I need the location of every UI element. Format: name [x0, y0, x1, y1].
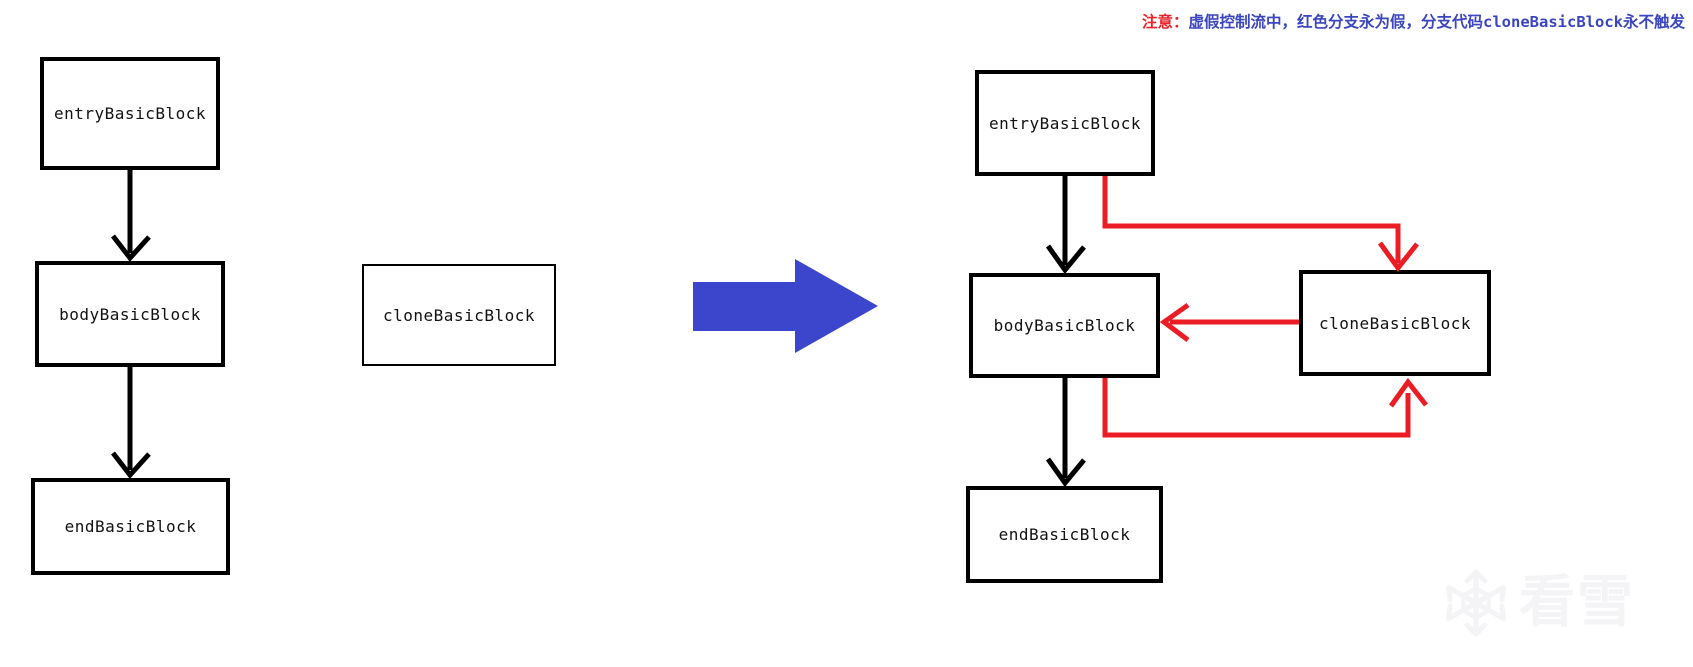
snowflake-icon	[1446, 569, 1506, 637]
left-node-endBasicBlock[interactable]: endBasicBlock	[31, 478, 230, 575]
right-node-bodyBasicBlock[interactable]: bodyBasicBlock	[969, 273, 1160, 378]
annotation-note: 注意：虚假控制流中，红色分支永为假，分支代码cloneBasicBlock永不触…	[0, 10, 1685, 32]
node-label: entryBasicBlock	[54, 104, 206, 123]
node-label: endBasicBlock	[998, 525, 1131, 544]
annotation-prefix: 注意：	[1141, 13, 1189, 31]
node-label: bodyBasicBlock	[59, 304, 201, 324]
watermark-text: 看雪	[1519, 570, 1635, 635]
left-node-entryBasicBlock[interactable]: entryBasicBlock	[40, 57, 220, 170]
left-node-cloneBasicBlock[interactable]: cloneBasicBlock	[362, 264, 556, 366]
annotation-code-token: cloneBasicBlock	[1483, 13, 1623, 31]
right-node-endBasicBlock[interactable]: endBasicBlock	[966, 486, 1163, 583]
left-edge-body-to-end	[111, 367, 151, 479]
right-edge-body-to-end	[1045, 378, 1086, 488]
right-edge-clone-to-body-false	[1159, 302, 1299, 342]
node-label: bodyBasicBlock	[993, 316, 1136, 335]
left-edge-entry-to-body	[111, 170, 151, 262]
node-label: cloneBasicBlock	[383, 305, 535, 325]
node-label: entryBasicBlock	[989, 113, 1141, 133]
annotation-text-after: 永不触发	[1622, 13, 1685, 31]
right-node-entryBasicBlock[interactable]: entryBasicBlock	[975, 70, 1155, 176]
left-node-bodyBasicBlock[interactable]: bodyBasicBlock	[35, 261, 225, 367]
annotation-text-before: 虚假控制流中，红色分支永为假，分支代码	[1188, 13, 1483, 31]
node-label: endBasicBlock	[64, 517, 197, 536]
node-label: cloneBasicBlock	[1319, 313, 1471, 333]
right-edge-entry-to-body	[1045, 176, 1086, 275]
right-edge-entry-to-clone-false	[1102, 176, 1419, 273]
watermark: 看雪	[1439, 563, 1669, 643]
right-edge-body-to-clone-false	[1102, 377, 1428, 438]
right-node-cloneBasicBlock[interactable]: cloneBasicBlock	[1299, 270, 1491, 376]
transform-arrow-icon	[693, 259, 878, 353]
